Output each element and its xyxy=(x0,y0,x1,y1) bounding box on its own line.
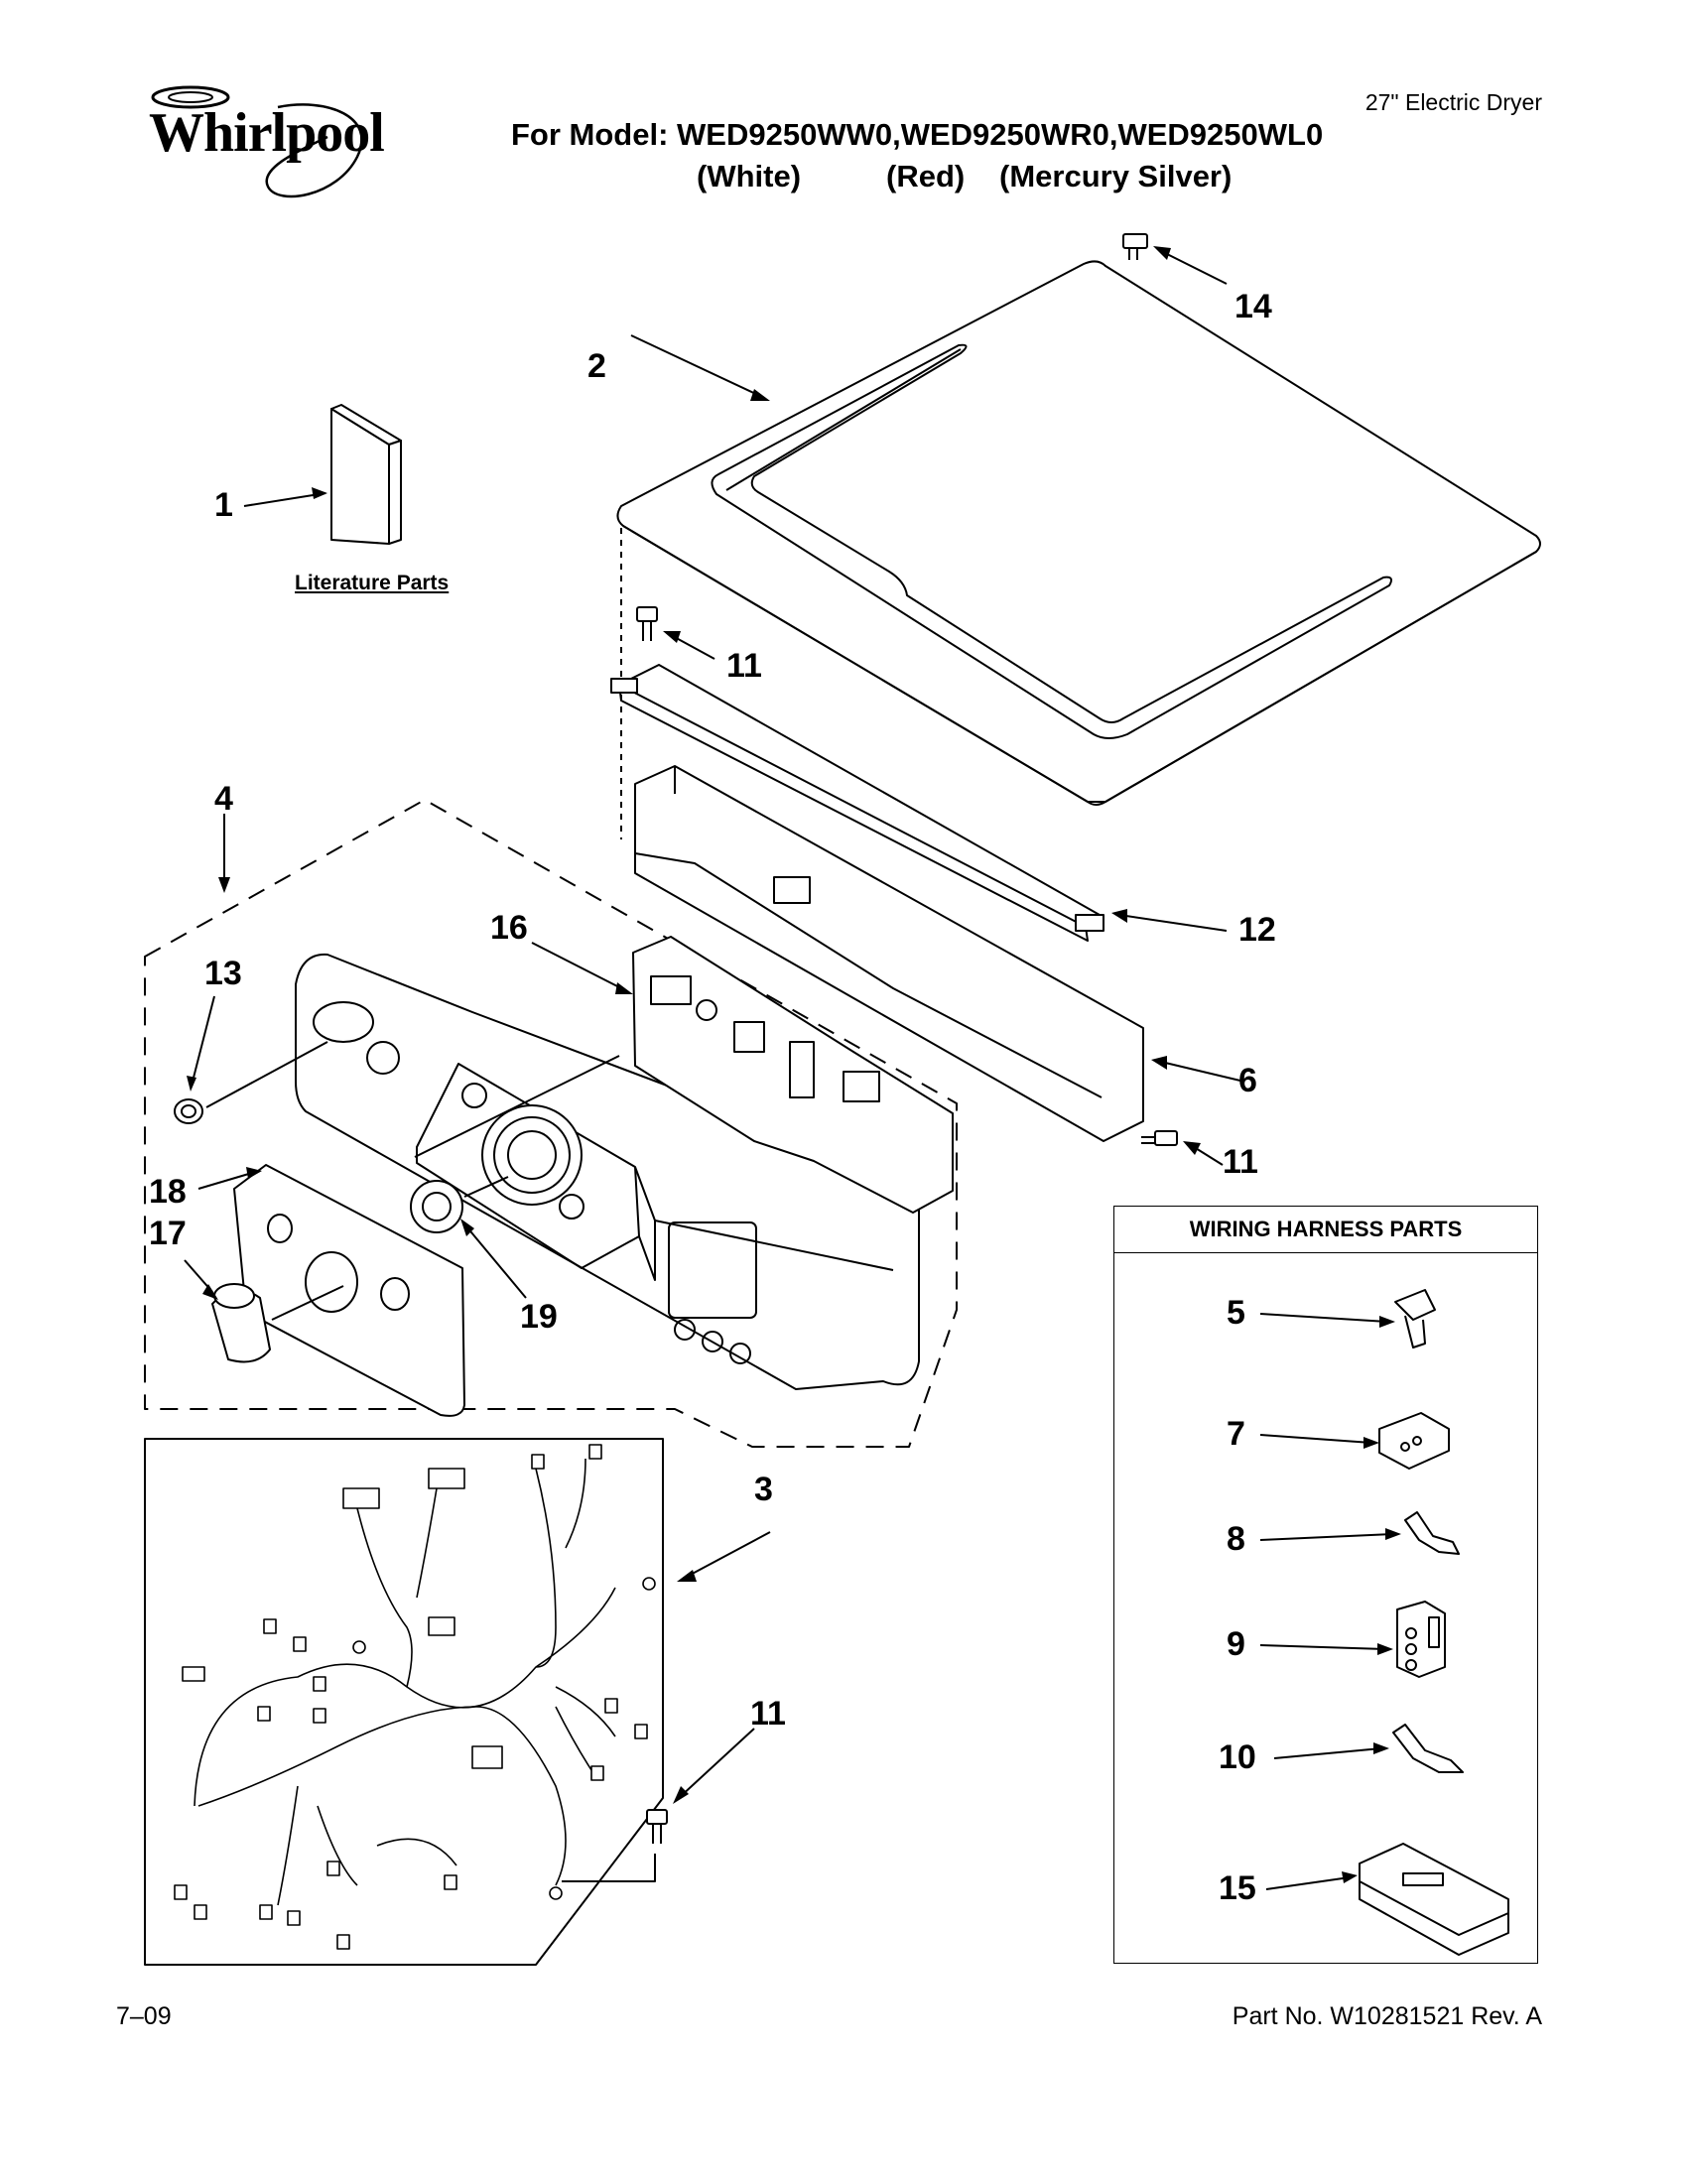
housing-part-9 xyxy=(1396,1601,1446,1678)
callout-3: 3 xyxy=(754,1471,773,1508)
model-line: For Model: WED9250WW0,WED9250WR0,WED9250… xyxy=(511,117,1324,152)
date-code: 7–09 xyxy=(116,2002,172,2030)
callout-4: 4 xyxy=(214,780,233,818)
literature-book-part xyxy=(330,404,402,545)
leader-line-13 xyxy=(192,995,215,1083)
badge-part-13 xyxy=(174,1098,203,1124)
leader-line-7 xyxy=(1259,1434,1372,1444)
leader-line-2 xyxy=(630,334,763,398)
callout-5: 5 xyxy=(1227,1294,1245,1332)
assembly-line-19 xyxy=(463,1176,509,1198)
leader-line-14 xyxy=(1158,249,1228,285)
leader-line-6 xyxy=(1160,1061,1245,1083)
leader-line-16 xyxy=(531,942,626,991)
console-bracket-part-6 xyxy=(634,765,1144,1142)
variant-white: (White) xyxy=(697,159,802,193)
callout-19: 19 xyxy=(520,1298,558,1336)
callout-11-upper: 11 xyxy=(726,647,762,685)
literature-parts-label: Literature Parts xyxy=(295,572,450,594)
wiring-harness-box-part-3 xyxy=(144,1438,664,1966)
knob-part-17 xyxy=(211,1283,271,1363)
whirlpool-logo xyxy=(129,77,387,226)
logo-swoosh-graphic xyxy=(151,85,363,198)
leader-line-10 xyxy=(1273,1747,1382,1759)
wiring-harness-parts-title: WIRING HARNESS PARTS xyxy=(1113,1206,1538,1253)
terminal-part-8 xyxy=(1404,1511,1460,1555)
leader-line-3 xyxy=(684,1531,771,1579)
callout-15: 15 xyxy=(1219,1869,1256,1907)
screw-part-14 xyxy=(1122,233,1148,260)
callout-2: 2 xyxy=(587,347,606,385)
assembly-line-11-lower xyxy=(562,1854,656,1882)
wiring-harness-parts-box xyxy=(1113,1206,1538,1964)
bracket-rail-part-12 xyxy=(610,664,1104,942)
leader-line-5 xyxy=(1259,1313,1388,1323)
leader-line-11-lower xyxy=(678,1728,755,1799)
leader-line-12 xyxy=(1118,914,1228,932)
wiring-harness-illustration xyxy=(174,1444,656,1950)
callout-11-right: 11 xyxy=(1223,1143,1258,1181)
front-trim-part-18 xyxy=(233,1164,465,1417)
screw-part-11-right xyxy=(1141,1130,1178,1146)
callout-6: 6 xyxy=(1238,1062,1257,1099)
callout-12: 12 xyxy=(1238,911,1276,949)
callout-16: 16 xyxy=(490,909,528,947)
leader-line-9 xyxy=(1259,1644,1386,1650)
dial-ring xyxy=(481,1104,583,1206)
screw-part-11-lower xyxy=(646,1809,668,1844)
leader-line-15 xyxy=(1265,1876,1351,1890)
callout-8: 8 xyxy=(1227,1520,1245,1558)
callout-14: 14 xyxy=(1234,288,1272,325)
connector-part-7 xyxy=(1378,1412,1450,1470)
leader-line-19 xyxy=(465,1225,527,1299)
callout-1: 1 xyxy=(214,486,233,524)
callout-17: 17 xyxy=(149,1215,187,1252)
control-board-part-16 xyxy=(632,936,954,1214)
assembly-line-16 xyxy=(414,1055,620,1158)
leader-line-1 xyxy=(243,492,326,507)
variant-red: (Red) xyxy=(886,159,966,193)
callout-11-lower: 11 xyxy=(750,1695,786,1733)
console-assembly-outline-part-4 xyxy=(144,799,958,1448)
callout-10: 10 xyxy=(1219,1738,1256,1776)
product-type: 27" Electric Dryer xyxy=(1364,89,1542,115)
part-number: Part No. W10281521 Rev. A xyxy=(1232,2002,1542,2030)
callout-9: 9 xyxy=(1227,1625,1245,1663)
leader-line-18 xyxy=(197,1172,253,1190)
callout-18: 18 xyxy=(149,1173,187,1211)
brand-name: Whirlpool xyxy=(149,102,385,164)
console-panel xyxy=(295,953,921,1390)
callout-7: 7 xyxy=(1227,1415,1245,1453)
callout-13: 13 xyxy=(204,955,242,992)
leader-line-8 xyxy=(1259,1533,1394,1541)
screw-part-11-upper xyxy=(636,606,658,641)
assembly-line-17 xyxy=(271,1285,344,1321)
encoder-part-19 xyxy=(410,1180,463,1233)
top-panel-part xyxy=(616,260,1541,806)
connector-block-part-15 xyxy=(1359,1843,1509,1956)
clip-part-5 xyxy=(1394,1289,1436,1349)
variant-mercury-silver: (Mercury Silver) xyxy=(999,159,1233,193)
terminal-part-10 xyxy=(1392,1724,1464,1773)
assembly-line-13 xyxy=(205,1041,328,1108)
